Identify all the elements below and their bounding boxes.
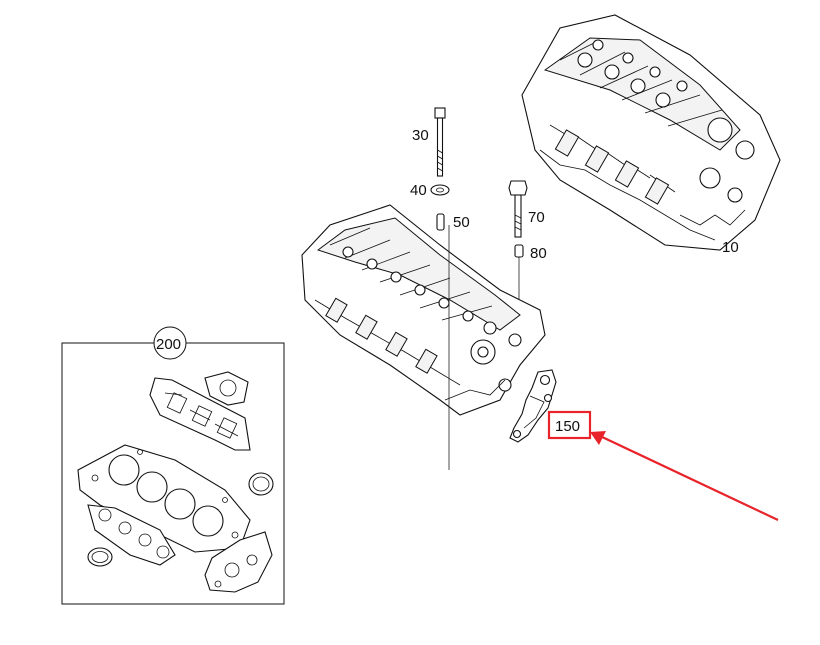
callout-80: 80 bbox=[530, 245, 547, 262]
callout-30: 30 bbox=[412, 127, 429, 144]
cylinder-head-bare bbox=[301, 204, 546, 416]
bolt-70[interactable] bbox=[508, 180, 528, 238]
washer-40[interactable] bbox=[430, 184, 450, 196]
callout-50: 50 bbox=[453, 214, 470, 231]
cylinder-head-assembly-10[interactable] bbox=[521, 14, 781, 251]
dowel-80[interactable] bbox=[514, 244, 524, 258]
callout-10: 10 bbox=[722, 239, 739, 256]
engine-bracket-150[interactable] bbox=[509, 369, 557, 443]
intake-manifold-gasket bbox=[87, 504, 176, 566]
o-ring-seal-left bbox=[87, 547, 113, 567]
small-cover-gasket bbox=[204, 371, 249, 406]
callout-200: 200 bbox=[156, 336, 181, 353]
o-ring-seal-right bbox=[248, 472, 274, 496]
valve-cover-gasket bbox=[149, 377, 251, 451]
callout-150-highlight-box bbox=[547, 410, 592, 440]
callout-200-circle bbox=[153, 326, 187, 360]
callout-40: 40 bbox=[410, 182, 427, 199]
head-gasket bbox=[77, 444, 251, 553]
head-bolt-30[interactable] bbox=[434, 107, 446, 177]
highlight-arrow bbox=[590, 431, 779, 521]
exhaust-gasket bbox=[204, 531, 273, 593]
callout-70: 70 bbox=[528, 209, 545, 226]
dowel-pin-50[interactable] bbox=[436, 213, 445, 231]
callout-150: 150 bbox=[555, 418, 580, 435]
